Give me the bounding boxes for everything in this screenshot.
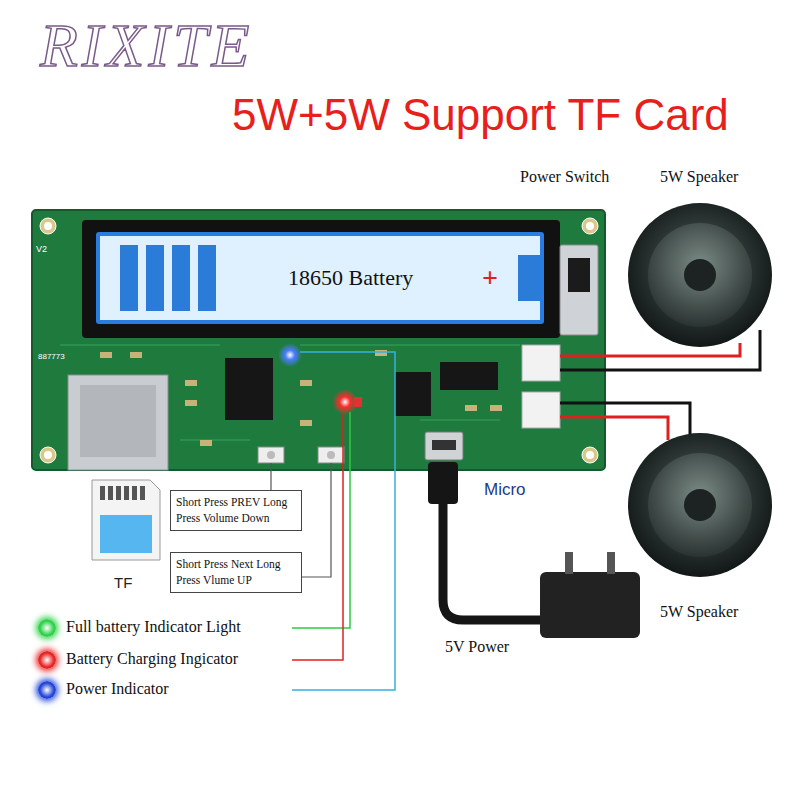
silkscreen-text: V2 (36, 244, 47, 254)
part-label: Micro (484, 480, 526, 500)
part-label: TF (114, 574, 132, 591)
legend-text: Full battery Indicator Light (66, 618, 241, 636)
part-label: 5W Speaker (660, 168, 738, 186)
note-text: Short Press PREV Long Press Volume Down (176, 495, 296, 526)
note-box: Short Press Next Long Press Vlume UP (170, 552, 302, 593)
part-label: 5W Speaker (660, 603, 738, 621)
part-label: 5V Power (445, 638, 509, 656)
silkscreen-text: 887773 (38, 352, 65, 361)
legend-text: Power Indicator (66, 680, 169, 698)
legend-swatch (38, 619, 56, 637)
battery-cell: 18650 Battery + (220, 236, 520, 320)
part-label: Power Switch (520, 168, 609, 186)
battery-label: 18650 Battery (288, 265, 413, 291)
note-text: Short Press Next Long Press Vlume UP (176, 557, 296, 588)
polarity-mark: + (482, 262, 498, 294)
watermark: RIXITE (40, 10, 253, 81)
legend-swatch (38, 651, 56, 669)
legend-text: Battery Charging Ingicator (66, 650, 238, 668)
note-box: Short Press PREV Long Press Volume Down (170, 490, 302, 531)
title: 5W+5W Support TF Card (232, 90, 729, 141)
legend-swatch (38, 681, 56, 699)
